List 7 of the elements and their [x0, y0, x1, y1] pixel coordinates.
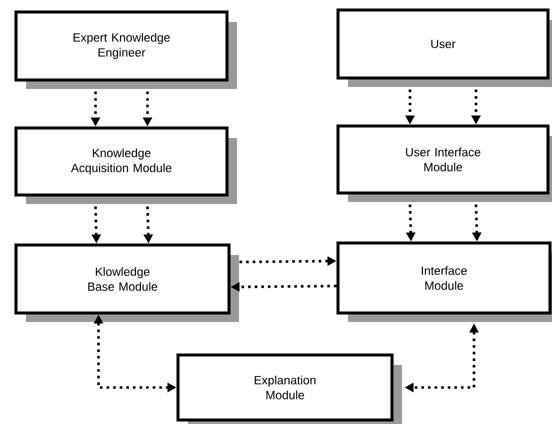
module-box: Interface Module — [336, 242, 552, 322]
module-box: Knowledge Acquisition Module — [14, 126, 237, 204]
module-box: Expert Knowledge Engineer — [14, 10, 237, 89]
module-box: Explanation Module — [176, 354, 402, 424]
module-box: User — [336, 8, 552, 87]
module-box: Klowledge Base Module — [14, 244, 239, 322]
module-box: User Interface Module — [336, 124, 552, 202]
